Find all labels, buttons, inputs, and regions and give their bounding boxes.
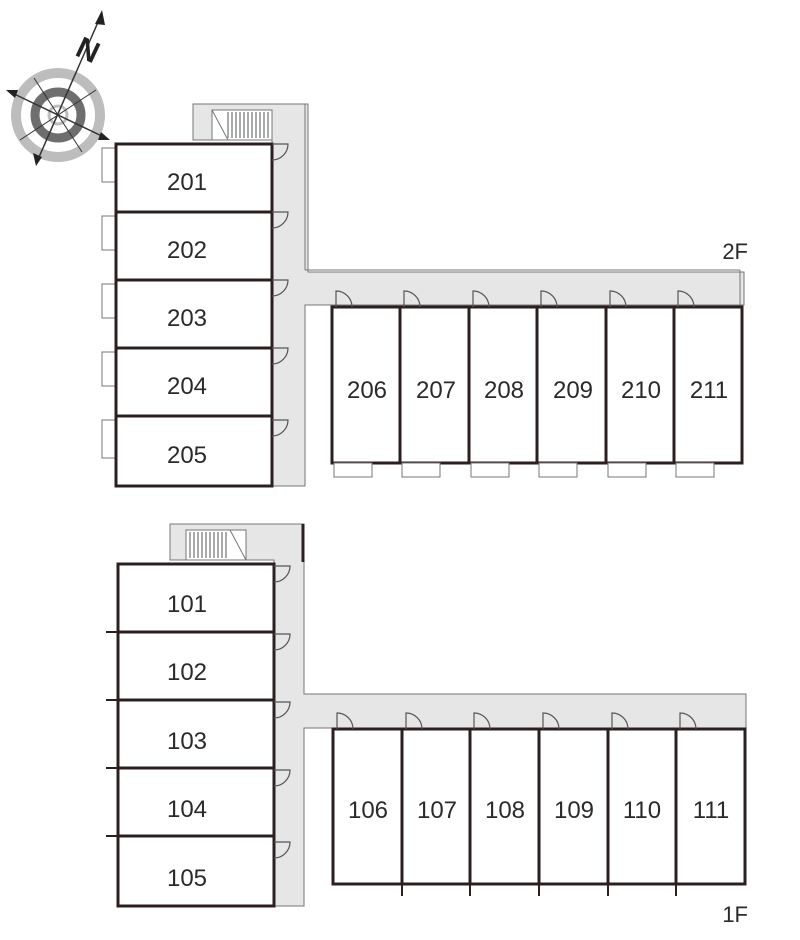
stairs-1f [185, 529, 247, 561]
room-109: 109 [554, 797, 594, 824]
room-111: 111 [693, 797, 729, 824]
rooms-2f-west: 201 202 203 204 205 [114, 142, 289, 488]
rooms-2f-east: 206 207 208 209 210 211 [330, 290, 744, 478]
room-107: 107 [417, 797, 457, 824]
room-205: 205 [167, 442, 207, 469]
room-110: 110 [623, 797, 661, 824]
floor-2f: 201 202 203 204 205 [101, 103, 748, 488]
room-211: 211 [690, 377, 728, 404]
balconies-2f-west [101, 147, 117, 459]
room-209: 209 [553, 377, 593, 404]
room-208: 208 [484, 377, 524, 404]
room-102: 102 [167, 659, 207, 686]
room-206: 206 [347, 377, 387, 404]
stairs-2f [211, 109, 273, 141]
floor-1f: 101 102 103 104 105 [106, 523, 748, 927]
floor-label-2f: 2F [722, 239, 748, 264]
compass-icon: N [6, 10, 110, 166]
room-101: 101 [167, 591, 207, 618]
room-105: 105 [167, 865, 207, 892]
room-204: 204 [167, 373, 207, 400]
room-201: 201 [167, 169, 207, 196]
room-203: 203 [167, 305, 207, 332]
room-104: 104 [167, 796, 207, 823]
room-106: 106 [348, 797, 388, 824]
room-108: 108 [485, 797, 525, 824]
north-letter: N [71, 31, 105, 70]
room-207: 207 [416, 377, 456, 404]
floor-label-1f: 1F [722, 902, 748, 927]
room-103: 103 [167, 728, 207, 755]
rooms-1f-west: 101 102 103 104 105 [106, 562, 291, 908]
room-202: 202 [167, 237, 207, 264]
rooms-1f-east: 106 107 108 109 110 111 [331, 712, 747, 896]
room-210: 210 [621, 377, 661, 404]
